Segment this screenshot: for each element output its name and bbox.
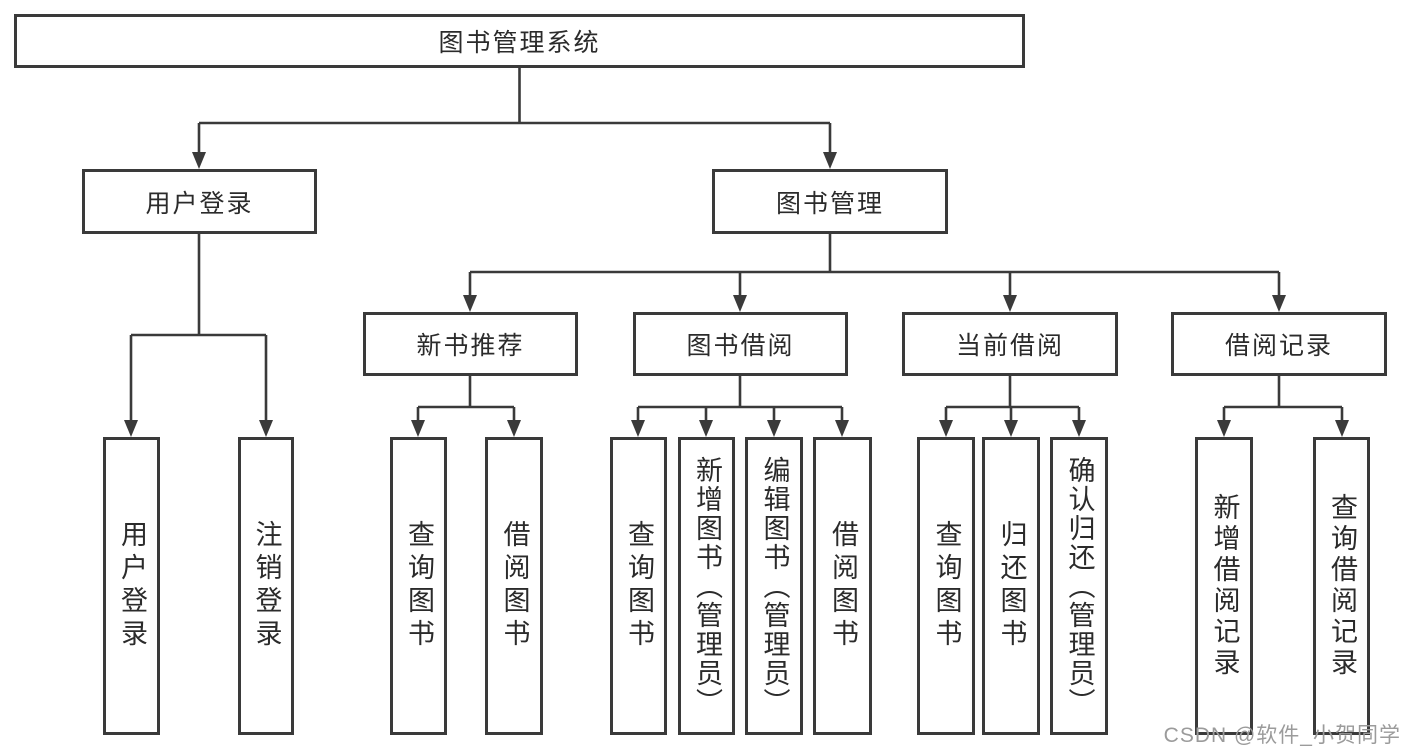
leaf-bb-query-books-label: 查询图书 (624, 520, 654, 652)
leaf-bb-add-book-admin: 新增图书（管理员） (678, 437, 735, 735)
node-user-login: 用户登录 (82, 169, 317, 234)
leaf-logout: 注销登录 (238, 437, 294, 735)
leaf-br-query-record-label: 查询借阅记录 (1327, 493, 1357, 679)
leaf-bb-edit-book-admin-label: 编辑图书（管理员） (759, 455, 790, 717)
leaf-br-query-record: 查询借阅记录 (1313, 437, 1370, 735)
leaf-cb-query-books: 查询图书 (917, 437, 975, 735)
leaf-nbr-borrow-books: 借阅图书 (485, 437, 543, 735)
leaf-br-add-record-label: 新增借阅记录 (1209, 493, 1240, 679)
leaf-br-add-record: 新增借阅记录 (1195, 437, 1253, 735)
node-new-book-recommend: 新书推荐 (363, 312, 578, 376)
node-root: 图书管理系统 (14, 14, 1025, 68)
leaf-nbr-query-books: 查询图书 (390, 437, 447, 735)
leaf-bb-borrow-books: 借阅图书 (813, 437, 872, 735)
leaf-nbr-borrow-books-label: 借阅图书 (499, 520, 530, 652)
leaf-bb-query-books: 查询图书 (610, 437, 667, 735)
leaf-cb-confirm-return-admin: 确认归还（管理员） (1050, 437, 1108, 735)
leaf-cb-confirm-return-admin-label: 确认归还（管理员） (1064, 455, 1095, 717)
node-book-management: 图书管理 (712, 169, 948, 234)
csdn-watermark: CSDN @软件_小贺同学 (1163, 724, 1401, 747)
leaf-cb-return-books: 归还图书 (982, 437, 1040, 735)
leaf-bb-edit-book-admin: 编辑图书（管理员） (745, 437, 803, 735)
node-book-borrowing: 图书借阅 (633, 312, 848, 376)
leaf-logout-label: 注销登录 (251, 520, 282, 652)
leaf-user-login-label: 用户登录 (117, 520, 147, 652)
leaf-user-login: 用户登录 (103, 437, 160, 735)
node-current-borrowing: 当前借阅 (902, 312, 1118, 376)
leaf-bb-borrow-books-label: 借阅图书 (828, 520, 858, 652)
leaf-cb-query-books-label: 查询图书 (931, 520, 962, 652)
node-borrowing-records: 借阅记录 (1171, 312, 1387, 376)
leaf-bb-add-book-admin-label: 新增图书（管理员） (692, 455, 722, 717)
leaf-cb-return-books-label: 归还图书 (996, 520, 1027, 652)
leaf-nbr-query-books-label: 查询图书 (404, 520, 434, 652)
